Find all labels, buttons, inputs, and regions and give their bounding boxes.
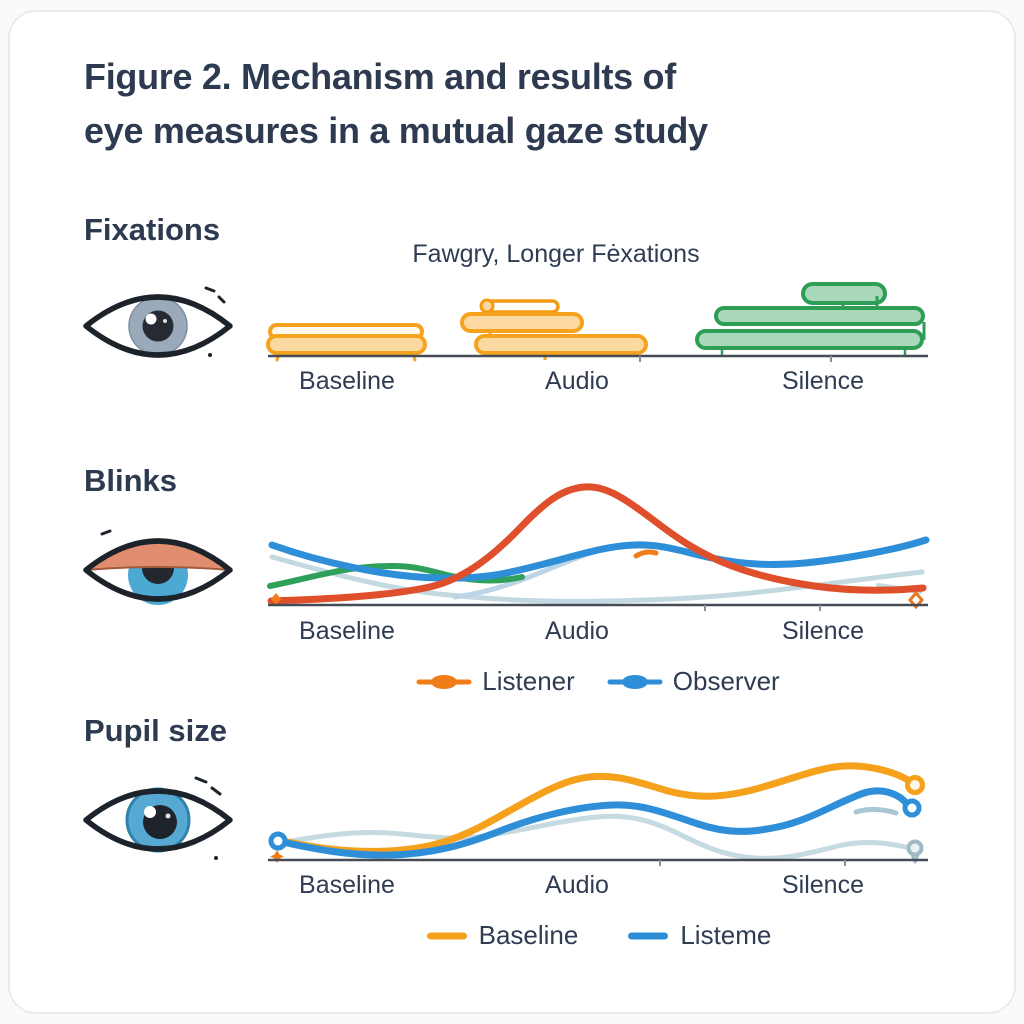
legend-item-baseline: Baseline (425, 920, 579, 951)
fixations-bar-silence (695, 282, 926, 357)
fixations-label-baseline: Baseline (299, 367, 395, 395)
section-heading-blinks: Blinks (84, 463, 178, 498)
blinks-line-listener (267, 483, 927, 605)
fixations-bar-audio (460, 298, 648, 360)
listener-line-marker (416, 674, 472, 689)
eye-outline (83, 294, 233, 358)
observer-line-marker (607, 674, 663, 689)
pupil (142, 568, 174, 584)
figure-title-line2: eye measures in a mutual gaze study (84, 110, 708, 151)
pupil-label-baseline: Baseline (299, 871, 395, 899)
section-heading-pupil: Pupil size (84, 713, 227, 748)
eye-outline (83, 538, 233, 602)
sketch-speckles (100, 529, 112, 536)
pupil-line-baseline (274, 762, 915, 855)
eye-highlight (145, 313, 157, 325)
blinks-line-green (267, 562, 525, 589)
pupil-line-listeme (274, 787, 911, 859)
legend-item-observer: Observer (607, 666, 780, 697)
legend-label: Baseline (478, 920, 579, 950)
baseline-dash-marker (426, 932, 467, 939)
blinks-line-light2 (452, 542, 655, 600)
legend-label: Listeme (680, 920, 772, 950)
pupil-legend: Baseline Listeme (268, 920, 928, 951)
listeme-dash-marker (628, 932, 669, 939)
circle-marker-blue-end (902, 798, 922, 818)
sketch-speckles (194, 776, 222, 796)
diamond-marker-end (908, 590, 924, 610)
pupil-line-light (283, 813, 913, 861)
pupil-label-audio: Audio (545, 871, 609, 899)
blinks-line-observer (268, 536, 930, 582)
legend-item-listener: Listener (416, 666, 575, 697)
eye-dilated-icon (83, 776, 233, 860)
figure-title: Figure 2. Mechanism and results of eye m… (84, 50, 708, 158)
legend-label: Listener (482, 666, 575, 696)
fixations-annotation: Fawgry, Longer Fėxations (412, 240, 700, 268)
pupil-label-silence: Silence (782, 871, 864, 899)
teardrop-marker-end (906, 839, 924, 857)
legend-label: Observer (672, 666, 780, 696)
eye-blinking-icon (82, 529, 234, 605)
pupil-chart (268, 762, 928, 866)
diamond-marker-start (271, 593, 281, 605)
eye-open-icon (83, 286, 233, 358)
fixations-label-silence: Silence (782, 367, 864, 395)
section-heading-fixations: Fixations (84, 212, 221, 247)
eye-highlight (144, 806, 156, 818)
figure-title-line1: Figure 2. Mechanism and results of (84, 56, 676, 97)
blinks-label-baseline: Baseline (299, 617, 395, 645)
blinks-label-silence: Silence (782, 617, 864, 645)
eye-outline (83, 788, 233, 852)
axis-ticks (659, 860, 846, 866)
spark-marker (270, 850, 284, 863)
blinks-label-audio: Audio (545, 617, 609, 645)
axis-ticks (704, 605, 821, 611)
blinks-legend: Listener Observer (268, 666, 928, 697)
axis-ticks (639, 356, 832, 362)
blinks-line-light1 (269, 554, 925, 604)
fixations-label-audio: Audio (545, 367, 609, 395)
circle-marker-orange-end (905, 775, 925, 795)
blinks-chart (267, 483, 930, 611)
sketch-speckles (204, 286, 226, 304)
legend-item-listeme: Listeme (626, 920, 771, 951)
circle-marker-start (268, 831, 288, 851)
fixations-chart (266, 282, 928, 362)
